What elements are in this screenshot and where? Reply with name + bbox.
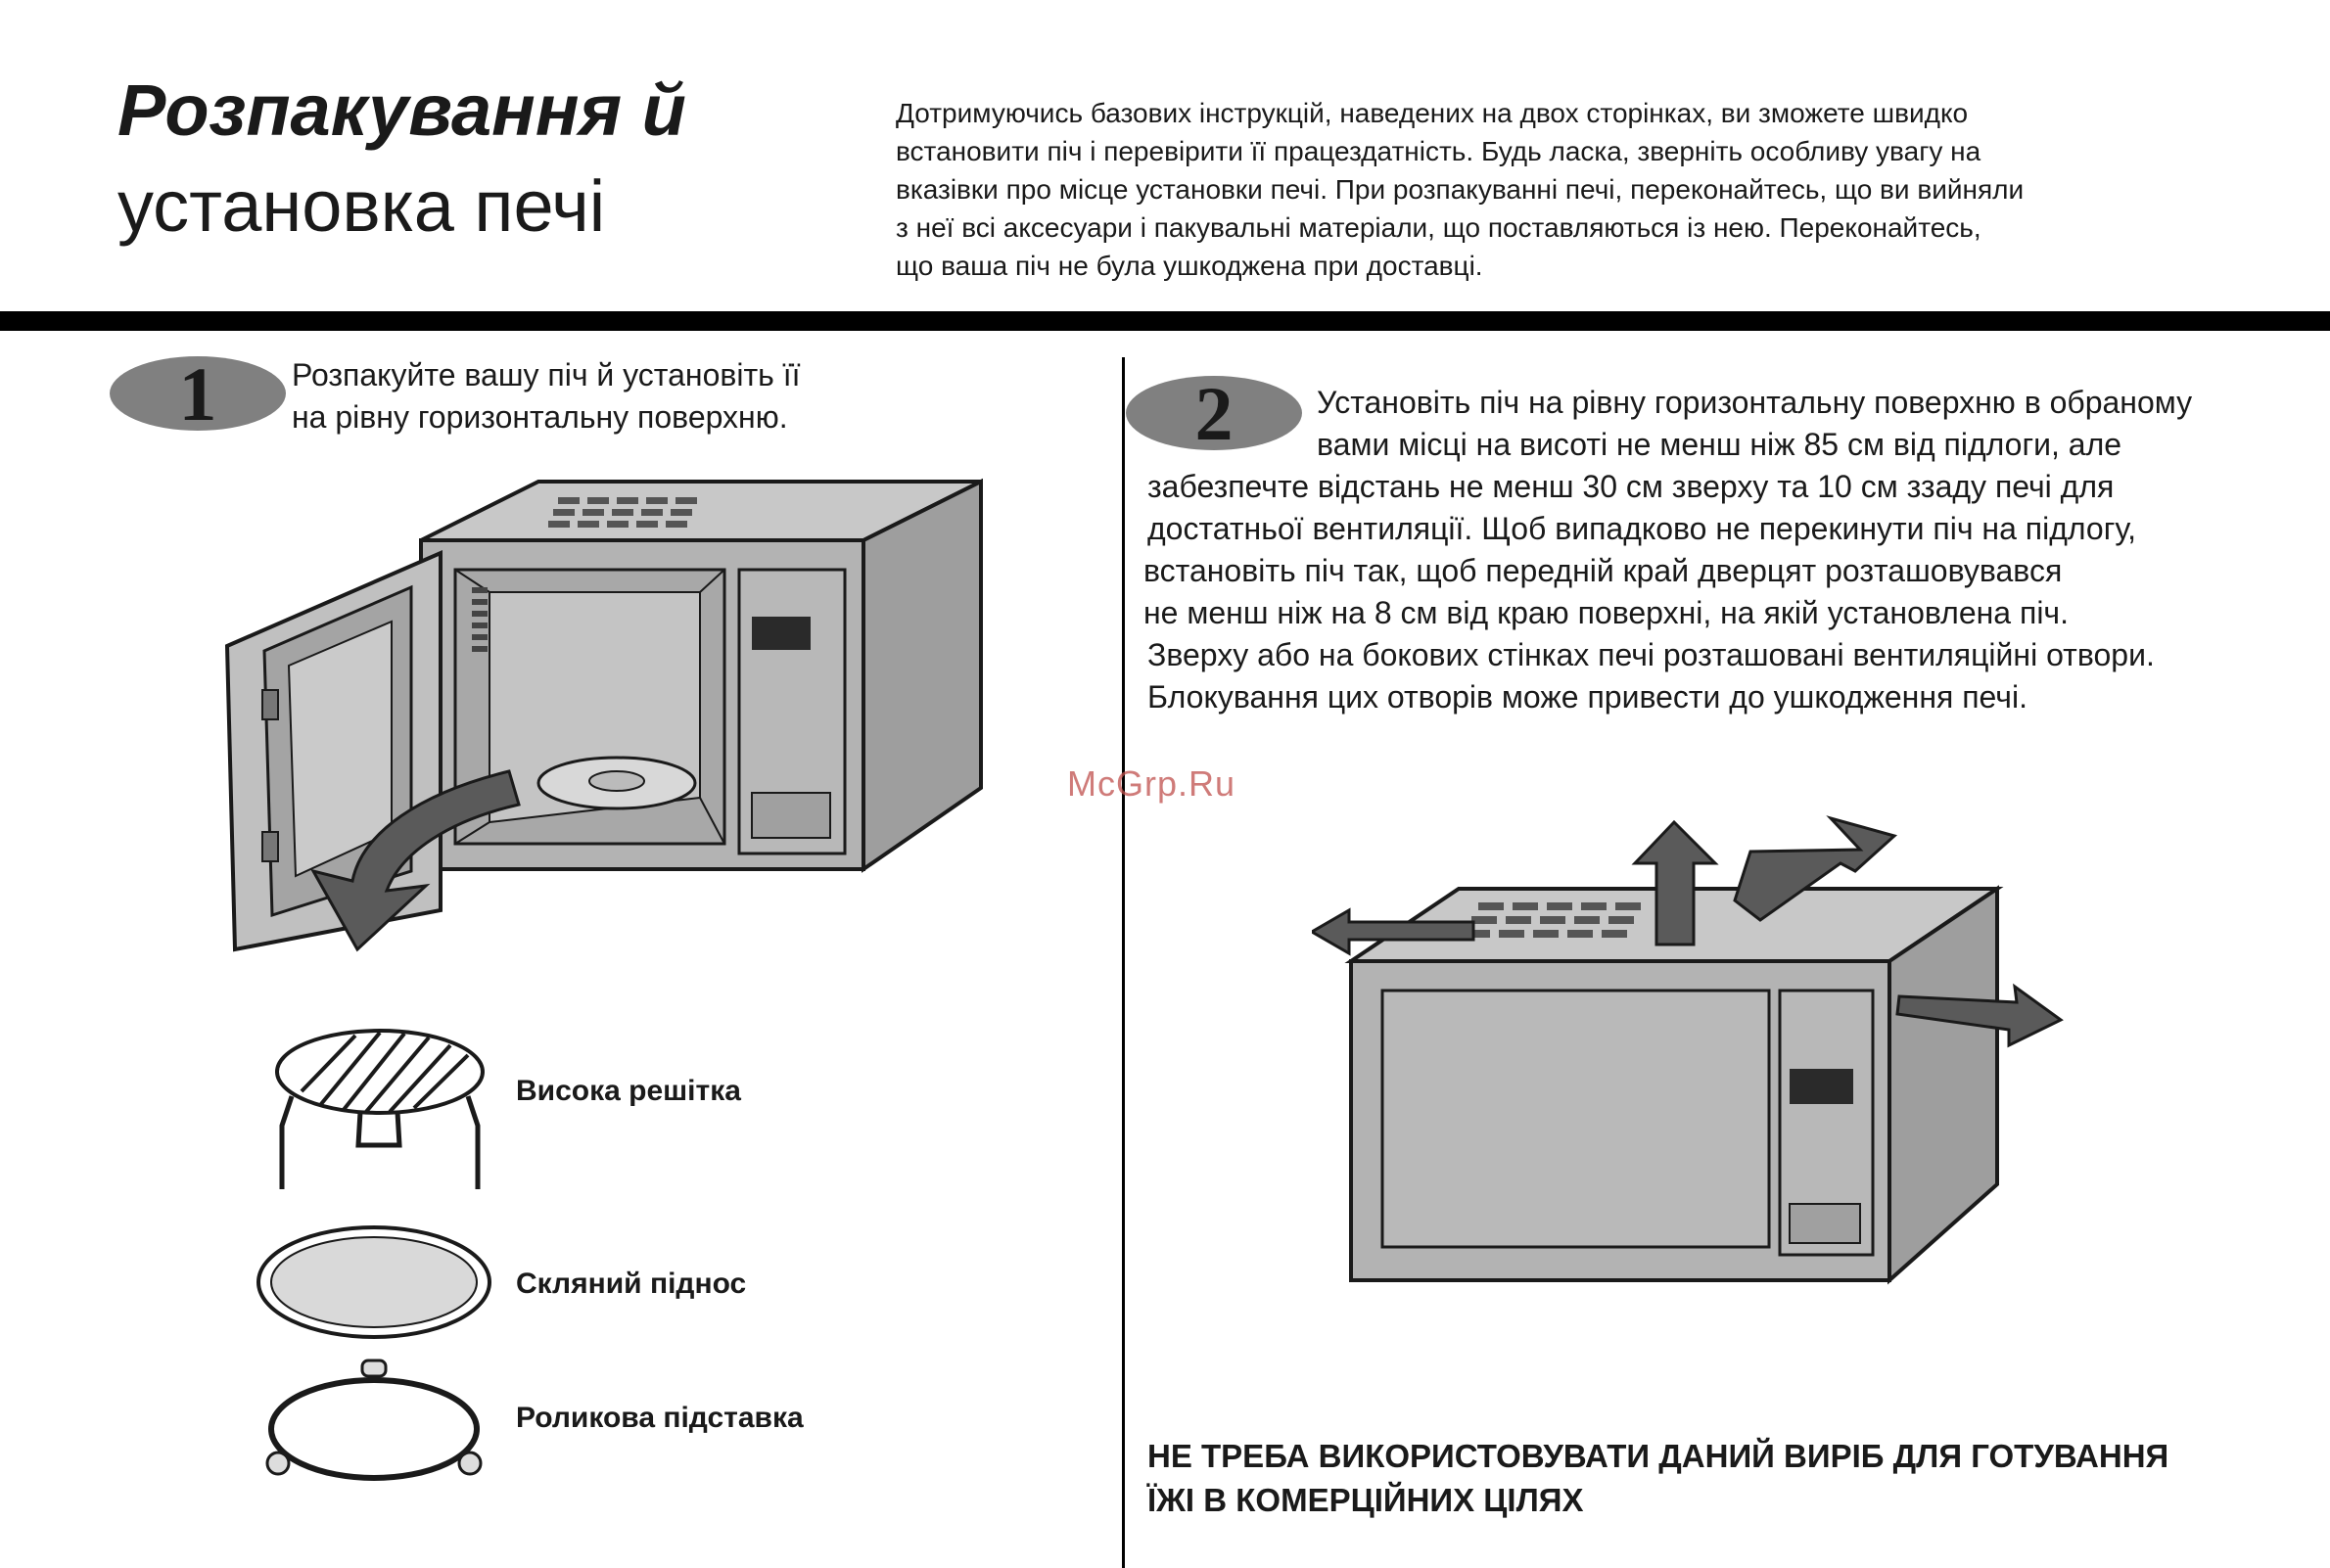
open-microwave-illustration (224, 478, 983, 952)
intro-line: з неї всі аксесуари і пакувальні матеріа… (896, 212, 1981, 243)
step2-line: Зверху або на бокових стінках печі розта… (1147, 637, 2155, 672)
warning-line: НЕ ТРЕБА ВИКОРИСТОВУВАТИ ДАНИЙ ВИРІБ ДЛЯ… (1147, 1438, 2169, 1474)
intro-paragraph: Дотримуючись базових інструкцій, наведен… (896, 94, 2247, 285)
step2-badge: 2 (1126, 374, 1302, 452)
accessory-label-tray: Скляний піднос (516, 1268, 747, 1300)
step2-line: встановіть піч так, щоб передній край дв… (1143, 553, 2063, 588)
step1-line: Розпакуйте вашу піч й установіть її (292, 357, 801, 392)
step2-line: Блокування цих отворів може привести до … (1147, 679, 2027, 715)
column-divider (1122, 357, 1125, 1568)
step2-text: Установіть піч на рівну горизонтальну по… (1136, 382, 2192, 718)
step2-line: забезпечте відстань не менш 30 см зверху… (1147, 469, 2115, 504)
page-title-line1: Розпакування й (117, 69, 686, 151)
step2-line: вами місці на висоті не менш ніж 85 см в… (1317, 427, 2122, 462)
roller-ring-icon (265, 1359, 483, 1481)
page-title-line2: установка печі (117, 165, 606, 247)
accessory-label-ring: Роликова підставка (516, 1402, 804, 1434)
closed-microwave-illustration (1312, 815, 2064, 1285)
intro-line: що ваша піч не була ушкоджена при достав… (896, 251, 1483, 281)
step1-text: Розпакуйте вашу піч й установіть її на р… (292, 354, 800, 438)
step1-line: на рівну горизонтальну поверхню. (292, 399, 788, 435)
step2-line: не менш ніж на 8 см від краю поверхні, н… (1143, 595, 2069, 630)
warning-line: ЇЖІ В КОМЕРЦІЙНИХ ЦІЛЯХ (1147, 1482, 1584, 1518)
intro-line: вказівки про місце установки печі. При р… (896, 174, 2025, 205)
header-rule (0, 311, 2330, 331)
step1-number: 1 (179, 354, 217, 433)
commercial-use-warning: НЕ ТРЕБА ВИКОРИСТОВУВАТИ ДАНИЙ ВИРІБ ДЛЯ… (1147, 1434, 2168, 1522)
step2-line: Установіть піч на рівну горизонтальну по… (1317, 385, 2193, 420)
intro-line: Дотримуючись базових інструкцій, наведен… (896, 98, 1969, 128)
step2-line: достатньої вентиляції. Щоб випадково не … (1147, 511, 2137, 546)
step2-number: 2 (1195, 374, 1234, 452)
accessory-label-rack: Висока решітка (516, 1075, 741, 1107)
high-rack-icon (275, 1029, 485, 1189)
watermark: McGrp.Ru (1067, 763, 1236, 804)
intro-line: встановити піч і перевірити її працездат… (896, 136, 1981, 166)
step1-badge: 1 (110, 354, 286, 433)
glass-tray-icon (256, 1225, 491, 1339)
